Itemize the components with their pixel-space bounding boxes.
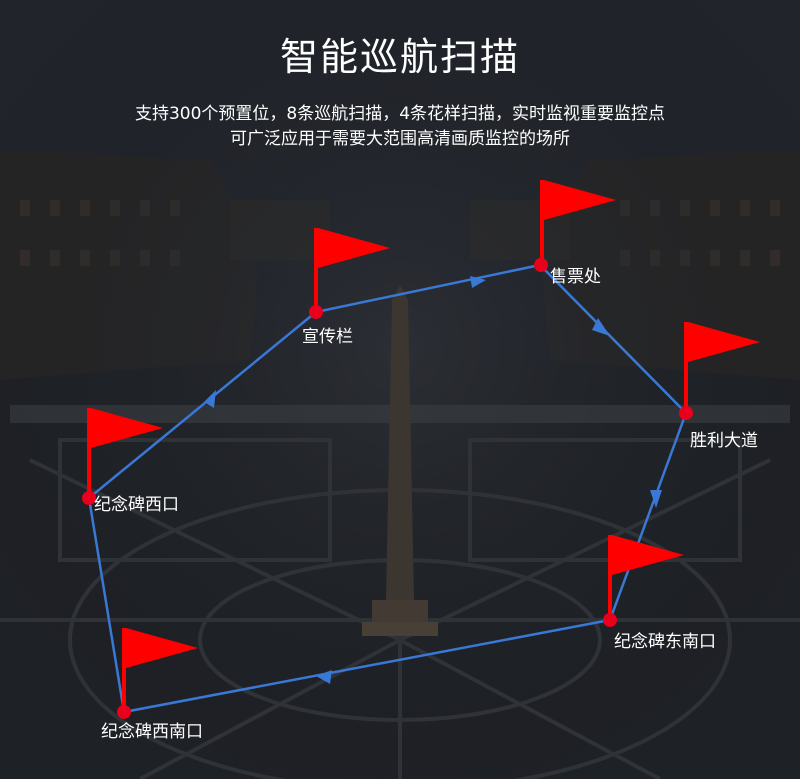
- route-arrows: [204, 276, 662, 684]
- route-segment-5: [87, 497, 126, 713]
- label-xinankou: 纪念碑西南口: [101, 722, 203, 742]
- flag-xuanchuanlan: [309, 228, 390, 319]
- label-xikou: 纪念碑西口: [94, 495, 179, 515]
- route-segment-1: [315, 263, 541, 314]
- page-title: 智能巡航扫描: [279, 35, 520, 79]
- subtitle-line-2: 可广泛应用于需要大范围高清画质监控的场所: [230, 129, 570, 149]
- arrow-icon: [592, 318, 610, 336]
- label-dongnankou: 纪念碑东南口: [614, 632, 716, 652]
- route-segment-3: [608, 412, 688, 621]
- label-xuanchuanlan: 宣传栏: [302, 327, 353, 347]
- arrow-icon: [204, 390, 216, 408]
- route-segment-4: [123, 618, 611, 714]
- route-lines: [87, 263, 688, 714]
- route-segment-2: [539, 264, 687, 414]
- label-shenglidadao: 胜利大道: [690, 431, 758, 451]
- arrow-icon: [650, 490, 662, 508]
- flag-xinankou: [117, 628, 198, 719]
- flag-shoupiaochu: [534, 180, 616, 272]
- arrow-icon: [470, 276, 486, 288]
- route-segment-6: [88, 311, 317, 499]
- flag-dongnankou: [603, 535, 684, 627]
- label-shoupiaochu: 售票处: [550, 267, 601, 287]
- flag-shenglidadao: [679, 322, 760, 420]
- subtitle-line-1: 支持300个预置位，8条巡航扫描，4条花样扫描，实时监视重要监控点: [134, 104, 666, 124]
- flag-xikou: [82, 408, 163, 505]
- arrow-icon: [316, 670, 332, 684]
